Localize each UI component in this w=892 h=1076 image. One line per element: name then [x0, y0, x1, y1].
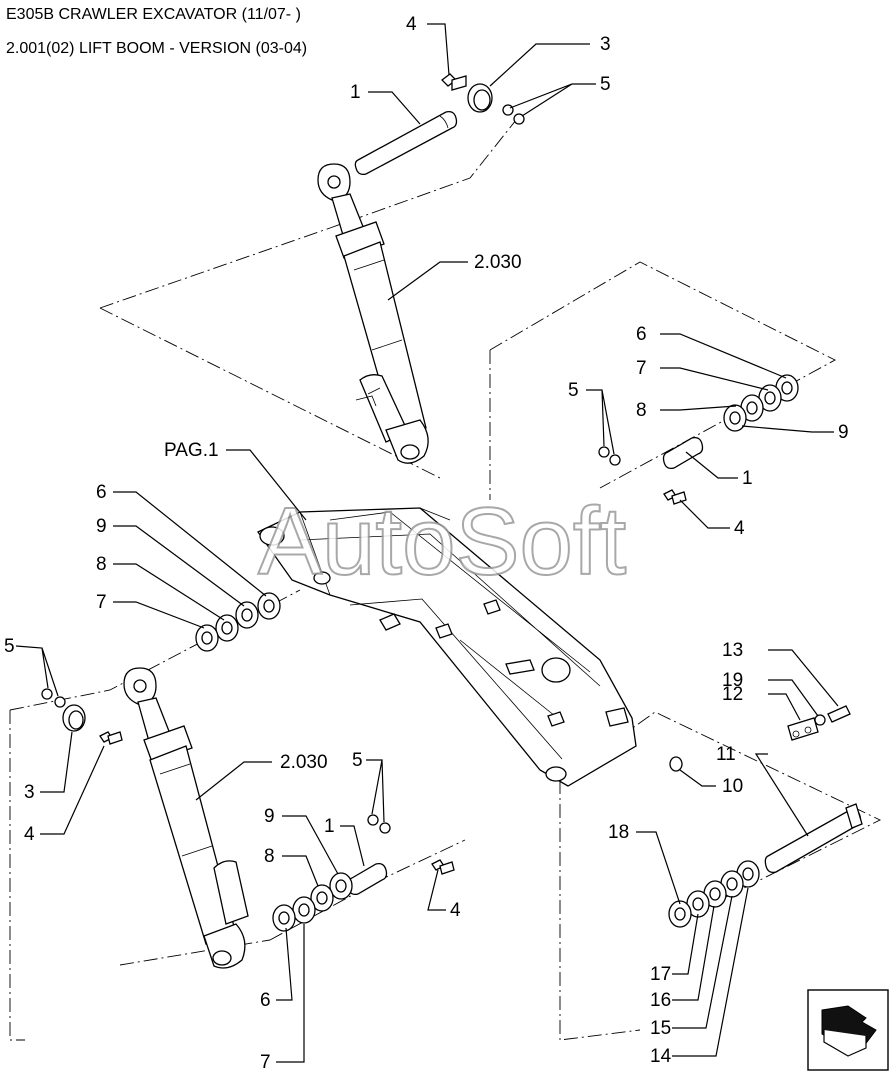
callout-7-right: 7 — [636, 358, 647, 379]
lift-boom — [257, 507, 637, 787]
callout-3-top: 3 — [600, 34, 611, 55]
lift-cylinder-left — [123, 667, 249, 969]
callout-6-right: 6 — [636, 324, 647, 345]
washer-stack-left — [41, 592, 281, 745]
callout-18: 18 — [608, 822, 629, 843]
lift-cylinder-top — [317, 163, 429, 464]
callout-1-bottom: 1 — [324, 816, 335, 837]
callout-5-right: 5 — [568, 380, 579, 401]
callout-1-right: 1 — [742, 468, 753, 489]
callout-11: 11 — [716, 744, 736, 765]
callout-9-left: 9 — [96, 516, 107, 537]
callout-6-left: 6 — [96, 482, 107, 503]
next-page-arrow-icon[interactable] — [807, 989, 889, 1071]
bolt-top — [441, 73, 467, 91]
callout-pag-1: PAG.1 — [164, 440, 219, 461]
callout-5-bottom: 5 — [352, 750, 363, 771]
callout-7-bottom: 7 — [260, 1052, 271, 1073]
callout-6-bottom: 6 — [260, 990, 271, 1011]
callout-16: 16 — [650, 990, 671, 1011]
callout-17: 17 — [650, 964, 671, 985]
callout-14: 14 — [650, 1046, 672, 1067]
callout-8-bottom: 8 — [264, 846, 275, 867]
callout-8-left: 8 — [96, 554, 107, 575]
callout-12: 12 — [722, 684, 743, 705]
watermark-text: AutoSoft — [258, 488, 626, 595]
nuts-top — [502, 104, 525, 125]
washer-stack-right — [598, 374, 799, 505]
callout-13: 13 — [722, 640, 743, 661]
pivot-pin-assembly — [668, 705, 863, 928]
callout-9-bottom: 9 — [264, 806, 275, 827]
callout-19: 19 — [722, 670, 743, 691]
callout-4-left: 4 — [24, 824, 35, 845]
leader-lines — [15, 23, 839, 1063]
callout-1-top: 1 — [350, 82, 361, 103]
callout-4-top: 4 — [406, 14, 417, 35]
callout-4-bottom: 4 — [450, 900, 461, 921]
callout-5-left: 5 — [4, 636, 15, 657]
callout-3-left: 3 — [24, 782, 35, 803]
callout-4-right: 4 — [734, 518, 745, 539]
diagram-model-title: E305B CRAWLER EXCAVATOR (11/07- ) — [6, 6, 301, 23]
callout-2030-left: 2.030 — [280, 752, 328, 773]
callout-8-right: 8 — [636, 400, 647, 421]
pin-top — [354, 110, 458, 176]
callout-5-top: 5 — [600, 74, 611, 95]
callout-15: 15 — [650, 1018, 671, 1039]
callout-labels: 4 3 1 5 2.030 PAG.1 6 7 8 9 5 1 4 6 9 8 … — [4, 14, 849, 1073]
callout-9-right: 9 — [838, 422, 849, 443]
diagram-section-title: 2.001(02) LIFT BOOM - VERSION (03-04) — [6, 40, 308, 57]
callout-2030-top: 2.030 — [474, 252, 522, 273]
callout-10: 10 — [722, 776, 743, 797]
bushing-top — [467, 83, 493, 113]
callout-7-left: 7 — [96, 592, 107, 613]
washer-stack-bottom — [272, 814, 455, 932]
